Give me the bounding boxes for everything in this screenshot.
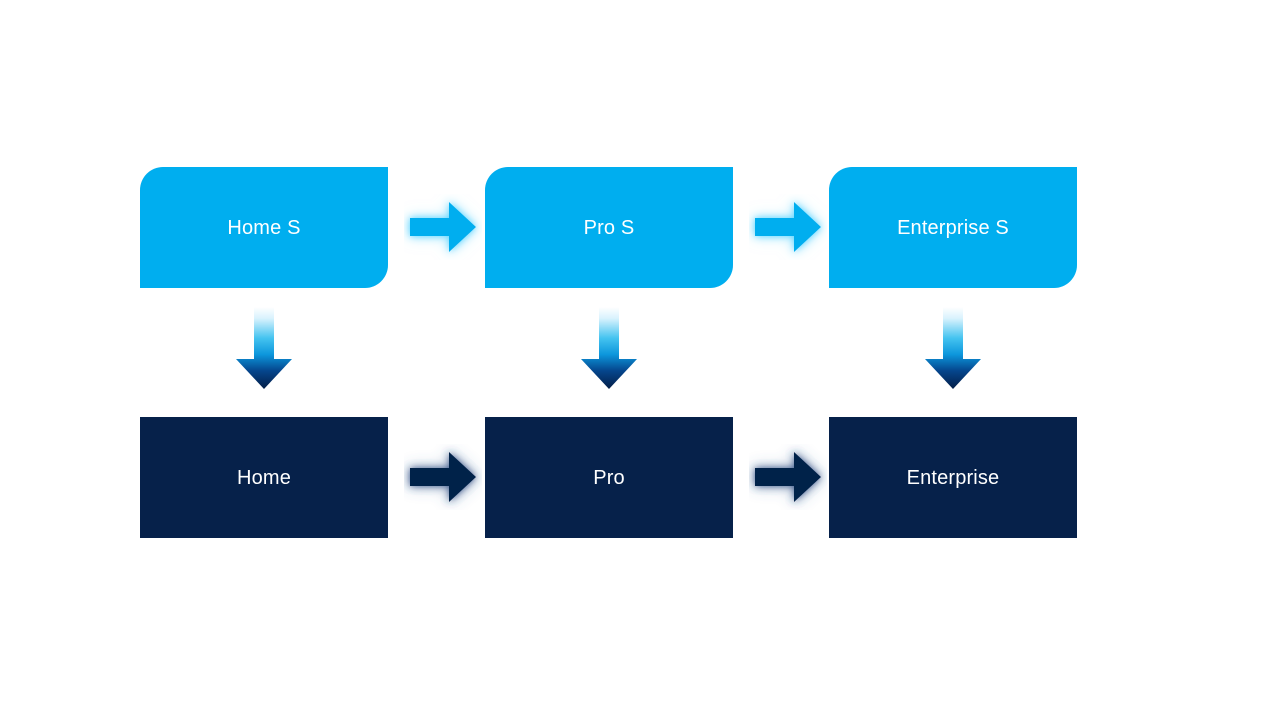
node-label: Enterprise S [897,216,1009,239]
arrow-down-icon [921,305,985,391]
arrow-right-icon [749,444,827,510]
arrow-right-icon [404,194,482,260]
node-home[interactable]: Home [140,417,388,538]
arrow-down-icon [232,305,296,391]
arrow-down-icon [577,305,641,391]
node-label: Pro S [583,216,635,239]
node-label: Home S [227,216,301,239]
node-label: Pro [593,466,625,489]
arrow-right-icon [749,194,827,260]
arrow-right-icon [404,444,482,510]
node-enterprise[interactable]: Enterprise [829,417,1077,538]
node-label: Home [237,466,291,489]
node-label: Enterprise [906,466,1000,489]
node-home-s[interactable]: Home S [140,167,388,288]
node-pro-s[interactable]: Pro S [485,167,733,288]
node-pro[interactable]: Pro [485,417,733,538]
node-enterprise-s[interactable]: Enterprise S [829,167,1077,288]
